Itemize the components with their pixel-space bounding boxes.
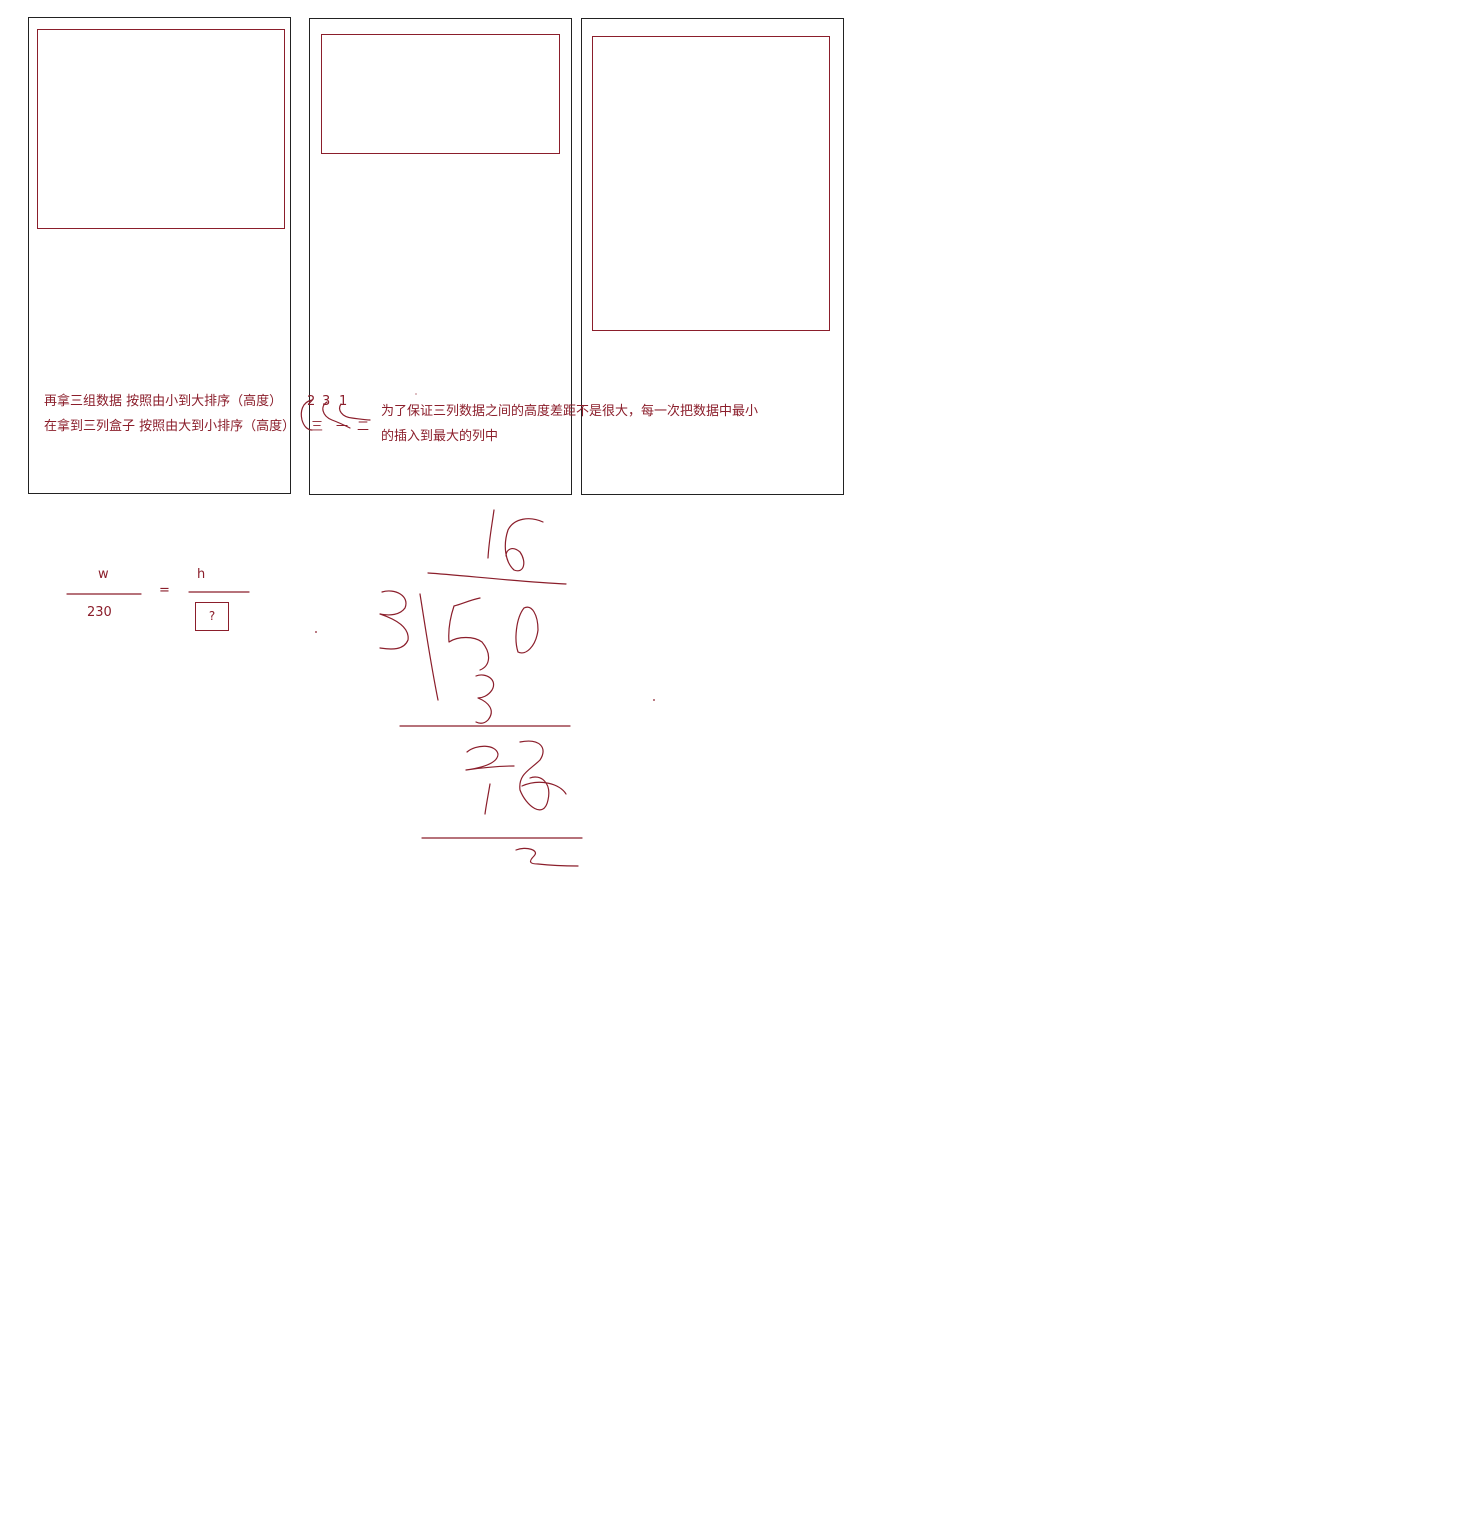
scribble-digit-0 xyxy=(515,606,539,654)
order-num-1: 2 xyxy=(307,394,316,409)
order-num-2: 3 xyxy=(322,394,331,409)
scribble-div-bracket xyxy=(419,593,439,701)
scribble-digit-2 xyxy=(465,745,515,771)
scribble-digit-3b xyxy=(475,674,495,724)
column-3-box xyxy=(592,36,830,331)
column-2 xyxy=(309,18,572,495)
stray-dot-1 xyxy=(315,631,317,633)
formula-numerator-right: h xyxy=(197,567,206,582)
formula-unknown-box: ? xyxy=(195,602,229,631)
scribble-digit-3 xyxy=(379,590,409,650)
order-mark-1: 三 xyxy=(311,419,324,433)
scribble-digit-6 xyxy=(504,518,544,572)
scribble-digit-5 xyxy=(448,597,490,671)
note-line-2: 在拿到三列盒子 按照由大到小排序（高度） xyxy=(44,419,296,434)
scribble-digit-2b xyxy=(515,847,579,867)
column-1-box xyxy=(37,29,285,229)
column-1 xyxy=(28,17,291,494)
formula-equals: = xyxy=(159,583,170,598)
formula-denominator-left: 230 xyxy=(87,605,112,620)
order-mark-3: 二 xyxy=(357,419,370,433)
scribble-digit-hook xyxy=(521,781,567,795)
explain-line-1: 为了保证三列数据之间的高度差距不是很大，每一次把数据中最小 xyxy=(381,404,759,419)
order-num-3: 1 xyxy=(339,394,348,409)
formula-numerator-left: w xyxy=(98,567,109,582)
scribble-top-line xyxy=(427,572,567,585)
stray-dot-2 xyxy=(653,699,655,701)
column-3 xyxy=(581,18,844,495)
scribble-digit-1 xyxy=(487,509,495,559)
explain-line-2: 的插入到最大的列中 xyxy=(381,429,499,444)
order-mark-2: 一 xyxy=(336,419,349,433)
scribble-digit-8 xyxy=(519,740,550,811)
column-2-box xyxy=(321,34,560,154)
scribble-digit-1b xyxy=(484,783,491,815)
note-line-1: 再拿三组数据 按照由小到大排序（高度） xyxy=(44,394,283,409)
